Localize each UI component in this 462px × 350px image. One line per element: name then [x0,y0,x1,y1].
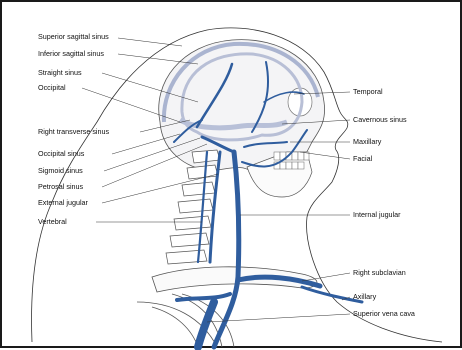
label-axillary: Axillary [353,292,376,301]
label-superior-sagittal-sinus: Superior sagittal sinus [38,32,109,41]
label-temporal: Temporal [353,87,383,96]
label-sigmoid-sinus: Sigmoid sinus [38,166,83,175]
label-inferior-sagittal-sinus: Inferior sagittal sinus [38,49,104,58]
label-external-jugular: External jugular [38,198,88,207]
label-right-subclavian: Right subclavian [353,268,406,277]
label-facial: Facial [353,154,372,163]
label-internal-jugular: Internal jugular [353,210,401,219]
label-maxillary: Maxillary [353,137,381,146]
label-superior-vena-cava: Superior vena cava [353,309,415,318]
label-vertebral: Vertebral [38,217,67,226]
label-cavernous-sinus: Cavernous sinus [353,115,407,124]
label-occipital-sinus: Occipital sinus [38,149,84,158]
label-right-transverse-sinus: Right transverse sinus [38,127,109,136]
label-occipital: Occipital [38,83,66,92]
label-petrosal-sinus: Petrosal sinus [38,182,83,191]
label-straight-sinus: Straight sinus [38,68,82,77]
